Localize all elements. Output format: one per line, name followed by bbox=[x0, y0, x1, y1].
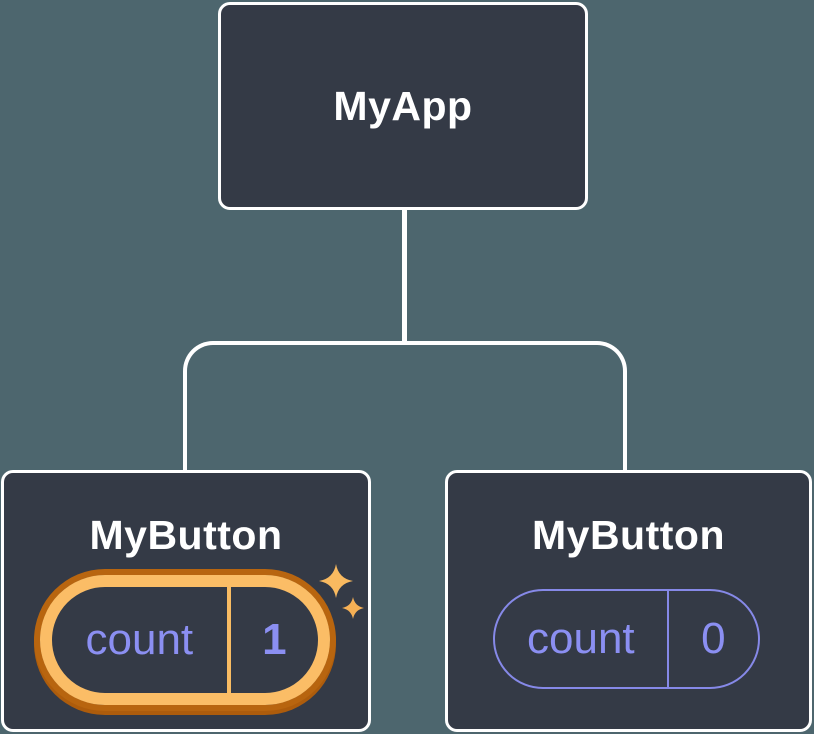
state-pill: count 0 bbox=[493, 589, 760, 689]
state-pill-highlighted: count 1 bbox=[40, 575, 330, 705]
state-key: count bbox=[52, 587, 231, 693]
sparkles-icon bbox=[319, 564, 364, 619]
connector-root-stem bbox=[402, 209, 407, 344]
state-key: count bbox=[495, 591, 669, 687]
node-title: MyApp bbox=[333, 82, 473, 129]
node-title: MyButton bbox=[531, 512, 725, 558]
connector-branch-bracket bbox=[183, 341, 627, 471]
state-value: 1 bbox=[262, 615, 287, 664]
node-mybutton-left: MyButton count 1 bbox=[1, 470, 371, 732]
state-value: 0 bbox=[701, 614, 726, 663]
node-title: MyButton bbox=[89, 512, 283, 558]
node-myapp: MyApp bbox=[218, 2, 588, 210]
node-mybutton-right: MyButton count 0 bbox=[445, 470, 812, 732]
